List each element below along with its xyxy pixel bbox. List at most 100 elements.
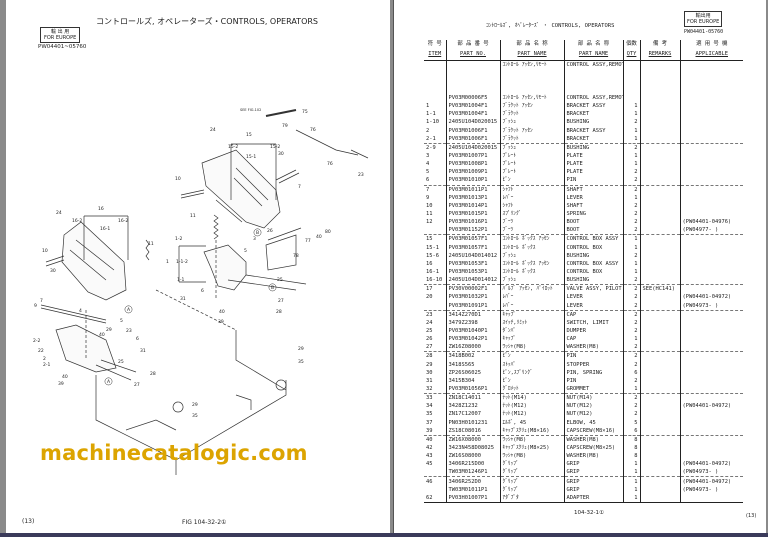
cell-item	[424, 301, 447, 311]
cell-qty: 8	[622, 452, 641, 461]
cell-applicable	[679, 168, 743, 177]
cell-part-name-jp: ｼｬﾌﾄ	[499, 185, 565, 194]
cell-qty: 2	[622, 293, 641, 302]
cell-part-name-jp: ﾚﾊﾞｰ	[499, 293, 565, 302]
cell-remarks	[639, 493, 681, 503]
callout-label: 7	[40, 298, 43, 304]
cell-applicable	[679, 143, 743, 152]
cell-part-name-jp: ﾜｯｼｬ(M8)	[499, 343, 565, 353]
cell-part-name-jp: ﾋﾟﾝ,ｽﾌﾟﾘﾝｸﾞ	[499, 368, 565, 377]
view-marker: B	[256, 230, 259, 236]
column-header: PART NAME	[563, 50, 624, 61]
cell-part-no: 2405U104D020015	[445, 143, 501, 152]
cell-part-name-jp: ｸﾞﾘｯﾌﾟ	[499, 460, 565, 469]
column-header: QTY	[622, 50, 641, 61]
cell-item: 5	[424, 168, 447, 177]
callout-label: 10	[42, 248, 48, 254]
callout-label: 15-2	[270, 144, 280, 150]
column-header: PART NAME	[499, 50, 565, 61]
cell-item: 1-1	[424, 110, 447, 119]
cell-item: 11	[424, 209, 447, 219]
cell-part-name-en: SHAFT	[563, 201, 624, 210]
figure-reference: 104-32-1①	[574, 510, 604, 516]
column-header: APPLICABLE	[679, 50, 743, 61]
cell-item: 43	[424, 452, 447, 461]
window-bottom-edge	[0, 533, 768, 537]
callout-label: 2-1	[43, 362, 50, 368]
callout-label: 77	[305, 238, 311, 244]
cell-qty: 1	[622, 160, 641, 169]
cell-remarks	[639, 426, 681, 436]
cell-qty: 2	[622, 301, 641, 311]
cell-part-name-en: WASHER(M8)	[563, 343, 624, 353]
cell-part-no	[445, 60, 501, 94]
cell-remarks	[639, 143, 681, 152]
cell-part-no: PV03M01016P1	[445, 218, 501, 227]
cell-item: 7	[424, 185, 447, 194]
view-marker: A	[107, 379, 111, 385]
cell-qty: 8	[622, 443, 641, 453]
cell-part-name-en: BUSHING	[563, 118, 624, 127]
cell-remarks	[639, 118, 681, 127]
serial-range: PW04401~05760	[38, 44, 87, 50]
cell-item: 23	[424, 310, 447, 319]
cell-qty: 2	[622, 326, 641, 336]
cell-applicable	[679, 267, 743, 277]
cell-remarks	[639, 267, 681, 277]
cell-remarks	[639, 468, 681, 478]
callout-label: 76	[327, 161, 333, 167]
cell-remarks	[639, 443, 681, 453]
cell-part-name-jp: ﾌﾞｯｼｭ	[499, 251, 565, 260]
cell-item	[424, 226, 447, 236]
cell-applicable	[679, 201, 743, 210]
cell-part-name-en: CAPSCREW(M8×16)	[563, 426, 624, 436]
cell-part-name-en: CAPSCREW(M8×25)	[563, 443, 624, 453]
cell-item: 25	[424, 326, 447, 336]
cell-remarks	[639, 476, 681, 486]
cell-part-name-en: SHAFT	[563, 185, 624, 194]
cell-item: 9	[424, 193, 447, 202]
cell-applicable	[679, 351, 743, 361]
cell-item: 1-10	[424, 118, 447, 127]
callout-label: 1-1	[177, 277, 184, 283]
cell-part-no: 3414Z270D1	[445, 310, 501, 319]
cell-item: 33	[424, 393, 447, 403]
column-header: PART NO.	[445, 50, 501, 61]
cell-item: 28	[424, 351, 447, 361]
cell-qty: 1	[622, 126, 641, 135]
cell-qty: 8	[622, 435, 641, 444]
cell-item: 2-1	[424, 134, 447, 144]
cell-part-no: 3406R215D00	[445, 460, 501, 469]
cell-part-name-jp: ﾌﾞﾗｹｯﾄ ｱｯｾﾝ	[499, 126, 565, 135]
cell-part-no: 3418B002	[445, 351, 501, 361]
cell-qty: 2	[622, 185, 641, 194]
cell-remarks	[639, 343, 681, 353]
cell-remarks	[639, 193, 681, 202]
cell-part-no: 2405U104D020015	[445, 118, 501, 127]
cell-applicable	[679, 151, 743, 161]
cell-item: 62	[424, 493, 447, 503]
cell-part-name-en: SWITCH, LIMIT	[563, 318, 624, 327]
cell-part-name-en: PIN, SPRING	[563, 368, 624, 377]
export-box: 輸 出 用 FOR EUROPE	[40, 27, 81, 43]
callout-label: 23	[358, 172, 364, 178]
callout-label: 16-2	[72, 218, 82, 224]
cell-item: 30	[424, 368, 447, 377]
cell-remarks	[639, 126, 681, 135]
callout-label: 5	[120, 318, 123, 324]
cell-part-name-jp: ｷｬｯﾌﾟ	[499, 310, 565, 319]
cell-qty: 2	[622, 168, 641, 177]
